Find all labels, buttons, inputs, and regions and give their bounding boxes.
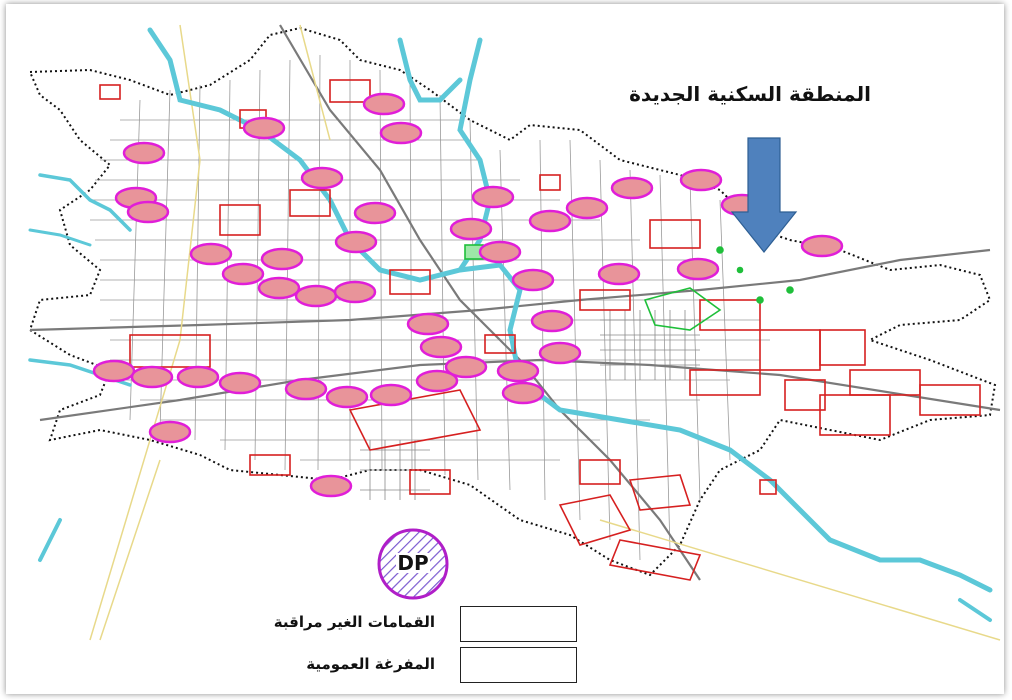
dump-marker	[333, 280, 377, 304]
dump-marker	[334, 230, 378, 254]
dump-marker	[362, 92, 406, 116]
dump-marker	[530, 309, 574, 333]
dump-marker	[242, 116, 286, 140]
dump-marker	[122, 141, 166, 165]
dump-marker	[221, 262, 265, 286]
dump-marker	[419, 335, 463, 359]
map-frame	[6, 4, 1004, 694]
legend-label-dumps: القمامات الغير مراقبة	[273, 613, 435, 631]
dump-marker	[511, 268, 555, 292]
legend-box-dumps	[460, 606, 577, 642]
dump-marker	[449, 217, 493, 241]
dump-marker	[538, 341, 582, 365]
dump-marker	[309, 474, 353, 498]
dump-marker	[353, 201, 397, 225]
city-boundary	[28, 26, 997, 577]
uncontrolled-dumps	[92, 92, 844, 498]
dump-marker	[294, 284, 338, 308]
dump-marker	[257, 276, 301, 300]
dump-marker	[597, 262, 641, 286]
dump-marker	[189, 242, 233, 266]
dump-marker	[126, 200, 170, 224]
dump-marker	[369, 383, 413, 407]
dump-marker	[501, 381, 545, 405]
dump-marker	[676, 257, 720, 281]
dump-marker	[565, 196, 609, 220]
dump-marker	[478, 240, 522, 264]
arrow-down-icon	[730, 137, 798, 253]
dump-marker	[415, 369, 459, 393]
dump-marker	[300, 166, 344, 190]
legend-box-landfill	[460, 647, 577, 683]
dump-marker	[471, 185, 515, 209]
green-space	[464, 244, 794, 331]
dump-marker	[406, 312, 450, 336]
new-residential-area-label: المنطقة السكنية الجديدة	[629, 82, 871, 106]
dump-marker	[528, 209, 572, 233]
dump-marker	[679, 168, 723, 192]
landfill-label: DP	[397, 551, 428, 575]
dump-marker	[496, 359, 540, 383]
dump-marker	[148, 420, 192, 444]
dump-marker	[260, 247, 304, 271]
legend-label-landfill: المفرغة العمومية	[306, 655, 435, 673]
public-landfill-dp: DP	[377, 528, 449, 600]
dump-marker	[284, 377, 328, 401]
dump-marker	[610, 176, 654, 200]
dump-marker	[92, 359, 136, 383]
dump-marker	[176, 365, 220, 389]
dump-marker	[379, 121, 423, 145]
outer-roads	[89, 24, 1001, 641]
facilities	[99, 79, 981, 581]
dump-marker	[800, 234, 844, 258]
street-grid	[90, 54, 770, 561]
dump-marker	[218, 371, 262, 395]
dump-marker	[444, 355, 488, 379]
dump-marker	[325, 385, 369, 409]
dump-marker	[130, 365, 174, 389]
